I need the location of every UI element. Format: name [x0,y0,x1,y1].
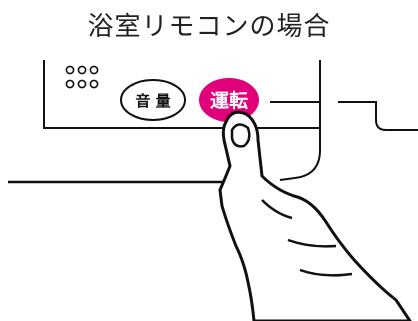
ledge-line [338,101,418,131]
volume-button[interactable]: 音 量 [120,79,186,121]
volume-button-label: 音 量 [135,92,170,110]
run-button-label: 運転 [210,90,248,112]
wall-edge [270,101,321,181]
run-button[interactable]: 運転 [199,78,259,122]
diagram-caption: 浴室リモコンの場合 [87,12,331,42]
pointing-hand-icon [218,110,412,321]
speaker-grille-icon [65,65,99,89]
remote-panel-outline [43,60,321,129]
